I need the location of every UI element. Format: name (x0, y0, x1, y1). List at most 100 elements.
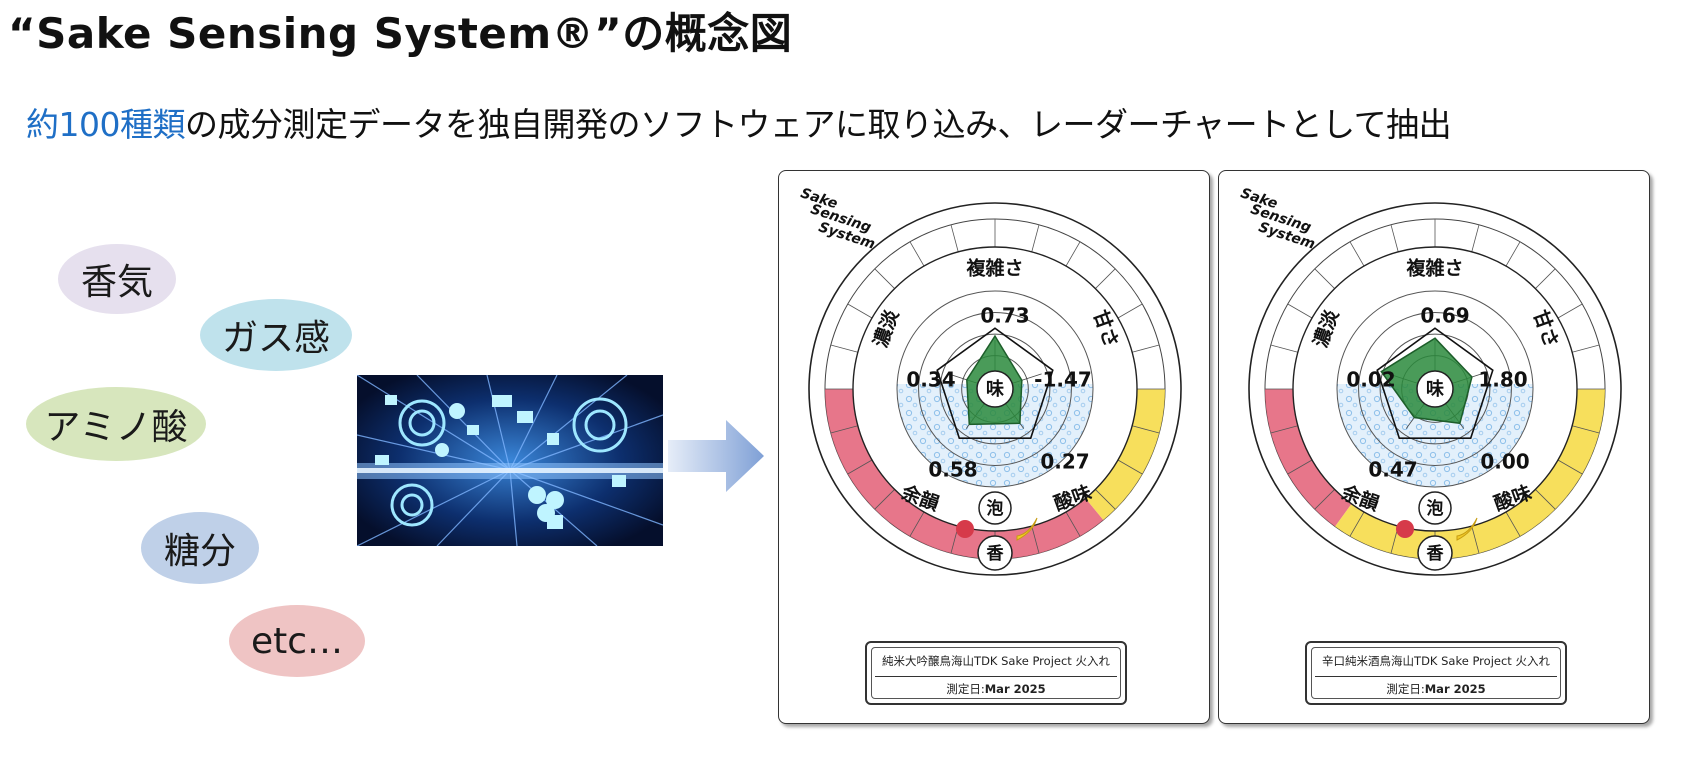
radar-frame (936, 327, 1054, 439)
ring-tick (1349, 241, 1365, 267)
ring-tick (1471, 526, 1480, 554)
ring-tick (950, 224, 959, 252)
aroma-circle (1417, 535, 1453, 571)
ring-tick (1270, 425, 1298, 434)
page-title: “Sake Sensing System®”の概念図 (8, 9, 793, 58)
axis-label-top: 複雑さ (965, 257, 1023, 280)
ring-tick (1031, 526, 1040, 554)
bubble-gas: ガス感 (200, 299, 352, 371)
value-bottom-right: 0.27 (1040, 450, 1089, 474)
aroma-circle (977, 535, 1013, 571)
date-label: 測定日: (1386, 682, 1425, 696)
banana-icon (1456, 517, 1478, 541)
ring-tick (1572, 344, 1600, 353)
bubble-aroma: 香気 (58, 244, 176, 314)
ring-tick (1065, 511, 1081, 537)
product-name: 純米大吟醸鳥海山TDK Sake Project 火入れ (882, 654, 1110, 668)
ring-tick (847, 303, 873, 319)
center-label-taste: 味 (986, 379, 1004, 400)
ring-tick (1287, 459, 1313, 475)
center-label-taste: 味 (1426, 379, 1444, 400)
product-name: 辛口純米酒鳥海山TDK Sake Project 火入れ (1322, 654, 1550, 668)
radar-frame (1376, 327, 1494, 439)
ring-tick (1270, 344, 1298, 353)
apple-icon (956, 520, 974, 538)
technology-image (357, 375, 663, 546)
subtitle-rest: の成分測定データを独自開発のソフトウェアに取り込み、レーダーチャートとして抽出 (185, 105, 1452, 144)
value-right: -1.47 (1034, 368, 1092, 392)
ring-tick (1505, 241, 1521, 267)
center-label-aroma: 香 (1427, 544, 1444, 564)
ring-tick (1132, 425, 1160, 434)
ring-tick (1117, 303, 1143, 319)
aroma-arc-yellow (1335, 389, 1605, 560)
product-plate-2: 辛口純米酒鳥海山TDK Sake Project 火入れ 測定日:Mar 202… (1305, 641, 1567, 705)
ring-tick (1031, 224, 1040, 252)
ring-tick (847, 459, 873, 475)
aroma-arc-red (1265, 389, 1352, 527)
center-label-aroma: 香 (987, 544, 1004, 564)
ring-tick (1314, 268, 1335, 289)
ring-tick (830, 425, 858, 434)
grid-circle (1379, 333, 1491, 445)
grid-circle (1358, 312, 1512, 466)
bubble-label: 糖分 (163, 531, 236, 572)
value-top: 0.73 (980, 304, 1029, 328)
aroma-arc-red (825, 389, 1104, 560)
product-plate-1: 純米大吟醸鳥海山TDK Sake Project 火入れ 測定日:Mar 202… (865, 641, 1127, 705)
ring-tick (1132, 344, 1160, 353)
radar-chart-1: SakeSensingSystem味泡香複雑さ濃淡甘さ余韻酸味0.730.34-… (799, 185, 1182, 576)
bubble-sugar: 糖分 (141, 512, 259, 584)
ring-tick (874, 489, 895, 510)
ring-tick (909, 241, 925, 267)
ring-tick (1349, 511, 1365, 537)
value-bottom-right: 0.00 (1480, 450, 1529, 474)
ring-tick (909, 511, 925, 537)
date-value: Mar 2025 (1424, 682, 1486, 696)
foam-area (897, 384, 1093, 487)
axis-label-top: 複雑さ (1405, 257, 1463, 280)
value-bottom-left: 0.58 (928, 458, 977, 482)
ring-tick (1535, 268, 1556, 289)
bubble-label: アミノ酸 (44, 407, 188, 448)
foam-circle (978, 491, 1012, 525)
ring-tick (1314, 489, 1335, 510)
grid-circle (939, 333, 1051, 445)
value-left: 0.02 (1346, 368, 1395, 392)
bubble-amino: アミノ酸 (26, 387, 206, 461)
ring-tick (1117, 459, 1143, 475)
ring-tick (1535, 489, 1556, 510)
ring-tick (1557, 303, 1583, 319)
ring-tick (1505, 511, 1521, 537)
center-label-foam: 泡 (1427, 498, 1444, 519)
page-subtitle: 約100種類の成分測定データを独自開発のソフトウェアに取り込み、レーダーチャート… (26, 98, 1452, 146)
value-left: 0.34 (906, 368, 955, 392)
bubble-label: ガス感 (221, 318, 330, 359)
grid-circle (896, 290, 1094, 488)
ring-tick (1557, 459, 1583, 475)
measurement-date: 測定日:Mar 2025 (867, 681, 1125, 697)
bubble-label: etc… (250, 620, 344, 662)
ring-tick (1095, 489, 1116, 510)
banana-icon (1016, 517, 1038, 541)
ring-tick (830, 344, 858, 353)
center-circle (1416, 370, 1454, 408)
date-value: Mar 2025 (984, 682, 1046, 696)
date-label: 測定日: (946, 682, 985, 696)
foam-area (1337, 384, 1533, 487)
value-right: 1.80 (1478, 368, 1527, 392)
ring-tick (1065, 241, 1081, 267)
ring-tick (874, 268, 895, 289)
grid-circle (918, 312, 1072, 466)
foam-circle (1418, 491, 1452, 525)
ring-tick (1095, 268, 1116, 289)
value-top: 0.69 (1420, 304, 1469, 328)
center-circle (976, 370, 1014, 408)
subtitle-highlight: 約100種類 (26, 105, 186, 144)
ring-tick (1390, 224, 1399, 252)
aroma-arc-yellow (1085, 389, 1165, 520)
bubble-etc: etc… (229, 605, 365, 677)
